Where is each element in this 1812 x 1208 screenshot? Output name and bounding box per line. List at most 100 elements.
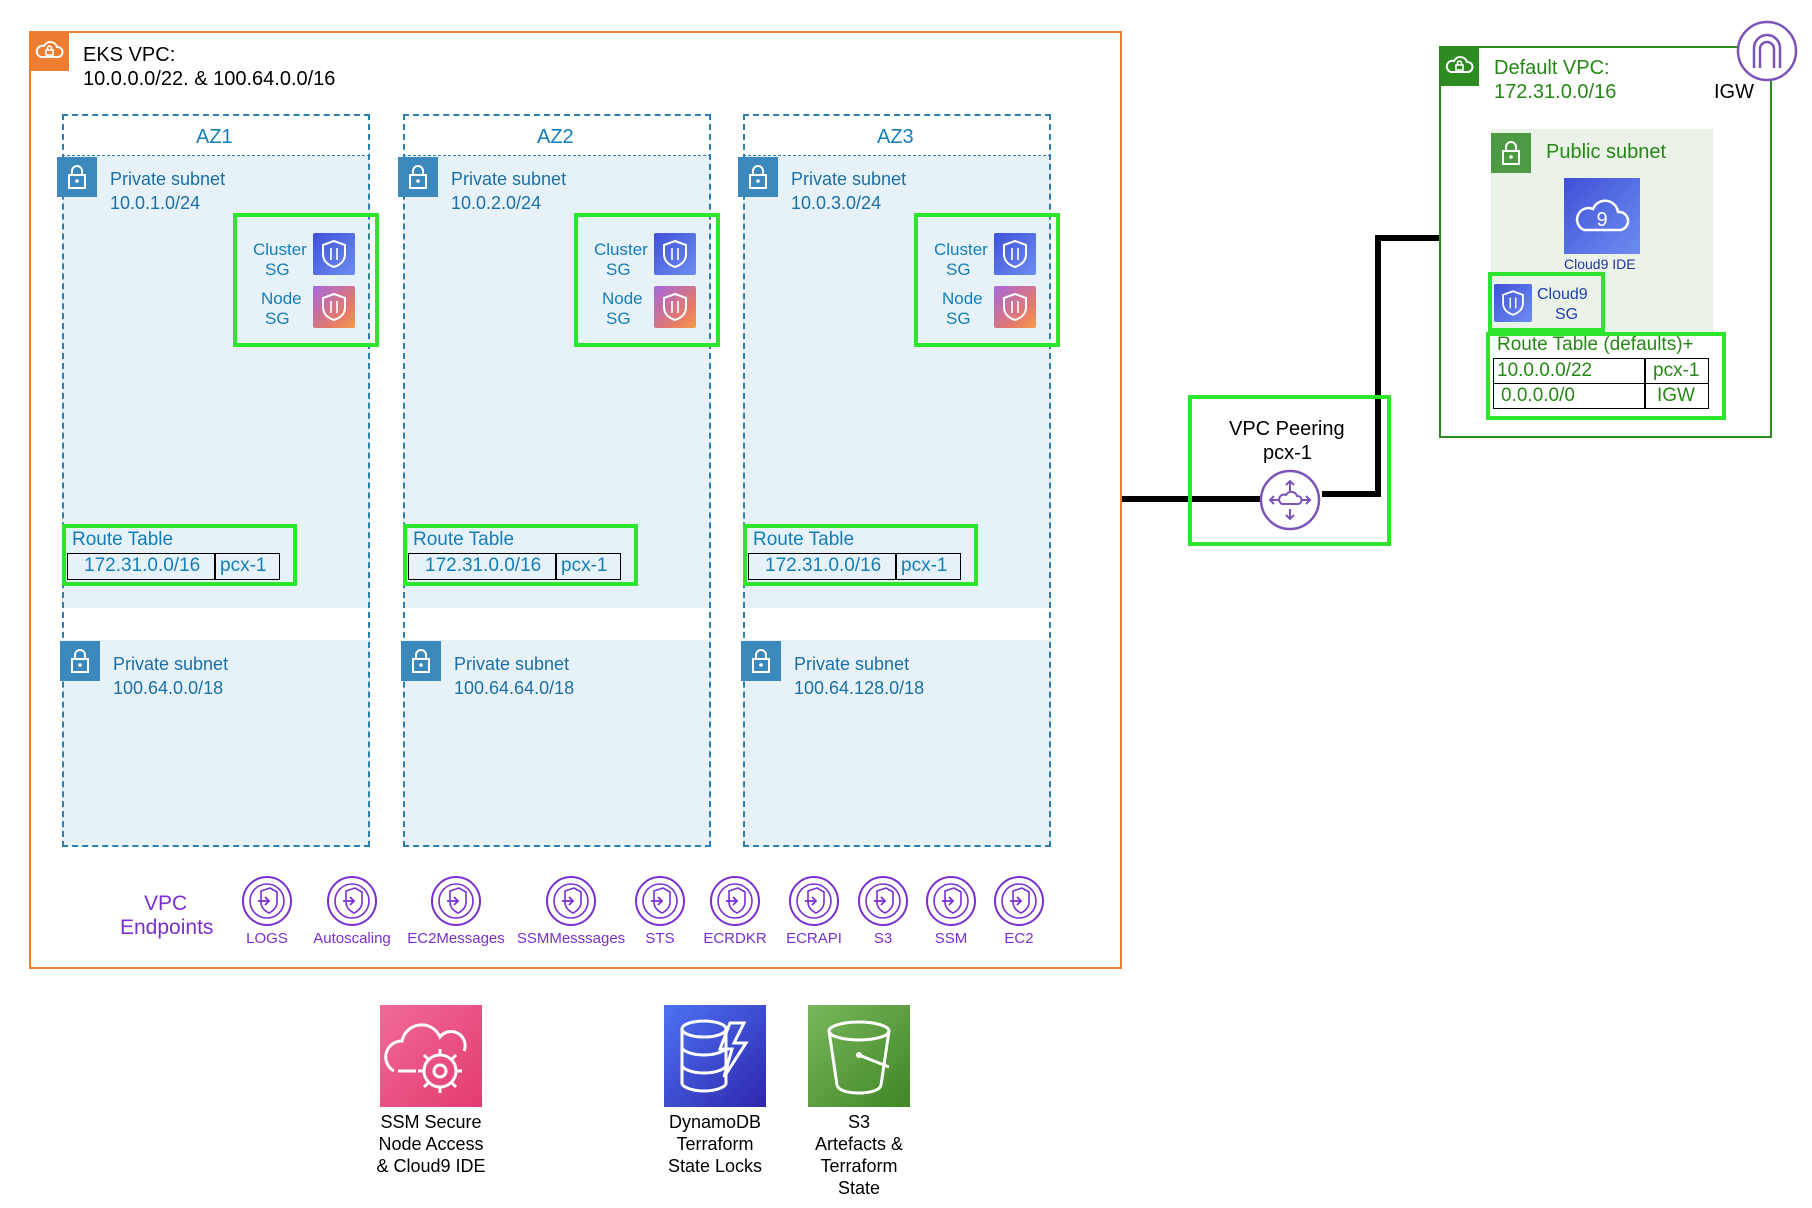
- az-header-divider: [743, 155, 1051, 156]
- private-subnet-lock-icon: [741, 641, 781, 681]
- az-label: AZ1: [196, 126, 233, 148]
- route-table-highlight: [403, 524, 638, 586]
- private-subnet-area: [62, 156, 370, 608]
- node-sg-shield-icon: [313, 286, 355, 328]
- private-subnet-cidr: 10.0.1.0/24: [110, 193, 201, 213]
- node-sg-line1: Node: [261, 289, 302, 308]
- default-vpc-cloud-icon: [1439, 46, 1479, 86]
- vpc-peering-icon: [1259, 469, 1321, 531]
- route-table-dest: 172.31.0.0/16: [748, 553, 897, 580]
- route-table-target: pcx-1: [214, 553, 280, 580]
- vpc-peering-id: pcx-1: [1263, 442, 1312, 464]
- default-vpc-title: Default VPC:: [1494, 57, 1610, 79]
- ssm-icon: [380, 1005, 482, 1107]
- vpc-endpoint-label: STS: [645, 930, 675, 947]
- eks-vpc-title: EKS VPC:: [83, 44, 176, 66]
- endpoints-title-line1: VPC: [144, 892, 188, 915]
- vpc-endpoint-icon: [634, 875, 686, 927]
- route-table-highlight: [62, 524, 297, 586]
- cloud9-ide-label: Cloud9 IDE: [1564, 256, 1636, 272]
- node-sg-shield-icon: [654, 286, 696, 328]
- service-label-line: Node Access: [378, 1134, 484, 1154]
- private-subnet-label: Private subnet: [791, 169, 907, 189]
- public-subnet-label: Public subnet: [1546, 141, 1667, 163]
- svg-text:9: 9: [1596, 209, 1607, 231]
- security-groups-highlight: [574, 213, 720, 347]
- eks-vpc-boundary: [29, 31, 1122, 969]
- route-table-dest: 172.31.0.0/16: [408, 553, 557, 580]
- vpc-peering-highlight: [1188, 395, 1391, 546]
- availability-zone: [743, 114, 1051, 847]
- service-label-line: State Locks: [667, 1156, 763, 1176]
- default-rt-row2-target: IGW: [1644, 383, 1709, 409]
- node-sg-line2: SG: [946, 309, 971, 328]
- igw-label: IGW: [1714, 81, 1754, 103]
- vpc-endpoint-label: ECRDKR: [703, 930, 767, 947]
- vpc-endpoint-icon: [430, 875, 482, 927]
- node-sg-line1: Node: [942, 289, 983, 308]
- cluster-sg-line1: Cluster: [594, 240, 648, 259]
- eks-vpc-cidrs: 10.0.0.0/22. & 100.64.0.0/16: [83, 68, 336, 90]
- vpc-endpoint-icon: [857, 875, 909, 927]
- availability-zone: [403, 114, 711, 847]
- default-vpc-cidr: 172.31.0.0/16: [1494, 81, 1617, 103]
- vpc-endpoint-icon: [925, 875, 977, 927]
- vpc-endpoint-icon: [993, 875, 1045, 927]
- internet-gateway-icon: [1736, 20, 1798, 82]
- az-header-divider: [403, 155, 711, 156]
- dynamodb-icon: [664, 1005, 766, 1107]
- vpc-endpoint-label: EC2: [1004, 930, 1034, 947]
- private-subnet-area: [743, 640, 1051, 847]
- service-label-line: S3: [847, 1112, 871, 1132]
- private-subnet-cidr: 10.0.2.0/24: [451, 193, 542, 213]
- route-table-title: Route Table: [753, 529, 855, 550]
- cluster-sg-line2: SG: [265, 260, 290, 279]
- default-route-table-highlight: [1486, 332, 1726, 420]
- vpc-endpoint-icon: [709, 875, 761, 927]
- vpc-endpoint-icon: [545, 875, 597, 927]
- private-subnet-cidr: 10.0.3.0/24: [791, 193, 882, 213]
- service-label-line: & Cloud9 IDE: [376, 1156, 486, 1176]
- route-table-highlight: [743, 524, 978, 586]
- route-table-title: Route Table: [72, 529, 174, 550]
- endpoints-title-line2: Endpoints: [120, 916, 214, 939]
- node-sg-line1: Node: [602, 289, 643, 308]
- private-subnet-area: [743, 156, 1051, 608]
- vpc-cloud-icon: [29, 31, 69, 71]
- az-label: AZ3: [877, 126, 914, 148]
- default-route-table-title: Route Table (defaults)+: [1497, 334, 1694, 355]
- cluster-sg-line2: SG: [606, 260, 631, 279]
- service-label-line: Terraform: [676, 1134, 754, 1154]
- route-table-target: pcx-1: [895, 553, 961, 580]
- default-vpc-boundary: [1439, 46, 1772, 438]
- private-subnet-lock-icon: [57, 157, 97, 197]
- vpc-endpoint-label: SSMMesssages: [516, 930, 626, 947]
- availability-zone: [62, 114, 370, 847]
- service-label-line: DynamoDB: [668, 1112, 762, 1132]
- vpc-endpoint-icon: [788, 875, 840, 927]
- cluster-sg-shield-icon: [994, 233, 1036, 275]
- default-rt-row1-dest: 10.0.0.0/22: [1493, 358, 1646, 384]
- default-rt-row2-dest: 0.0.0.0/0: [1493, 383, 1646, 409]
- node-sg-line2: SG: [606, 309, 631, 328]
- private-subnet-label: Private subnet: [451, 169, 567, 189]
- private-subnet-label: Private subnet: [113, 654, 229, 674]
- cloud9-sg-line2: SG: [1555, 306, 1579, 323]
- node-sg-shield-icon: [994, 286, 1036, 328]
- route-table-title: Route Table: [413, 529, 515, 550]
- service-label-line: Artefacts &: [814, 1134, 904, 1154]
- s3-bucket-icon: [808, 1005, 910, 1107]
- vpc-endpoint-label: EC2Messages: [407, 930, 505, 947]
- private-subnet-lock-icon: [60, 641, 100, 681]
- vpc-endpoint-label: Autoscaling: [313, 930, 391, 947]
- private-subnet-area: [403, 640, 711, 847]
- private-subnet-lock-icon: [401, 641, 441, 681]
- cluster-sg-shield-icon: [313, 233, 355, 275]
- default-rt-row1-target: pcx-1: [1644, 358, 1709, 384]
- service-label-line: Terraform: [820, 1156, 898, 1176]
- private-subnet-label: Private subnet: [794, 654, 910, 674]
- private-subnet-lock-icon: [738, 157, 778, 197]
- security-groups-highlight: [233, 213, 379, 347]
- node-sg-line2: SG: [265, 309, 290, 328]
- vpc-endpoint-icon: [241, 875, 293, 927]
